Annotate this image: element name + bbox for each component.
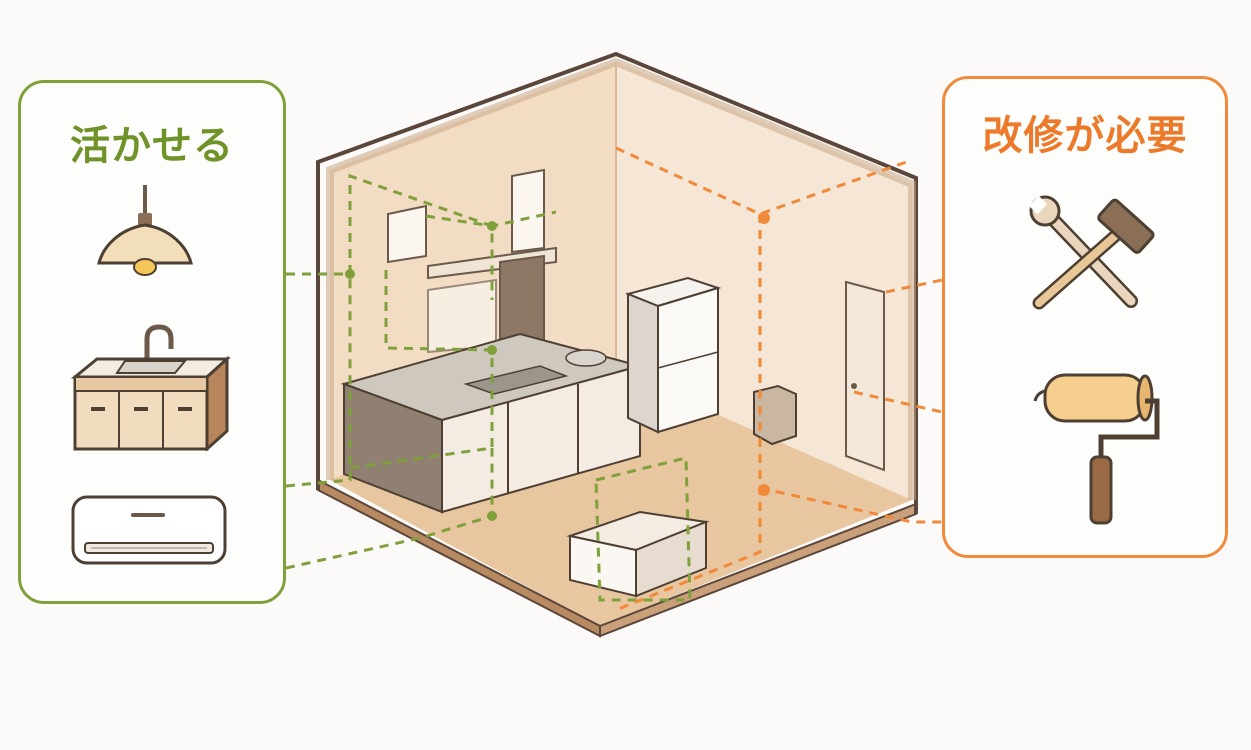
fridge-side [627, 292, 659, 434]
trash-bin [753, 384, 797, 446]
window [427, 278, 497, 354]
cooktop [463, 365, 569, 395]
keep-panel-title: 活かせる [70, 123, 234, 169]
keep-leader-dots [345, 221, 497, 521]
backsplash-panel [499, 254, 545, 346]
wall-shelf [427, 246, 557, 280]
fix-panel: 改修が必要 [942, 76, 1228, 558]
fix-panel-title: 改修が必要 [982, 113, 1188, 159]
fix-leader-dots [758, 212, 770, 496]
keep-panel: 活かせる [18, 80, 286, 604]
pendant-lamp-icon [95, 185, 195, 281]
fix-leader-lines [615, 146, 943, 612]
counter-front [441, 364, 641, 514]
air-conditioner-icon [71, 495, 227, 571]
upper-cabinet [387, 204, 427, 264]
range-hood-duct [511, 168, 545, 254]
kitchen-sink-icon [67, 321, 233, 455]
door [845, 280, 885, 472]
paint-roller-icon [1031, 371, 1161, 535]
floor-cabinet-side [635, 520, 707, 598]
wrench-and-hammer-icon [1027, 195, 1157, 319]
counter-sink [565, 349, 607, 367]
